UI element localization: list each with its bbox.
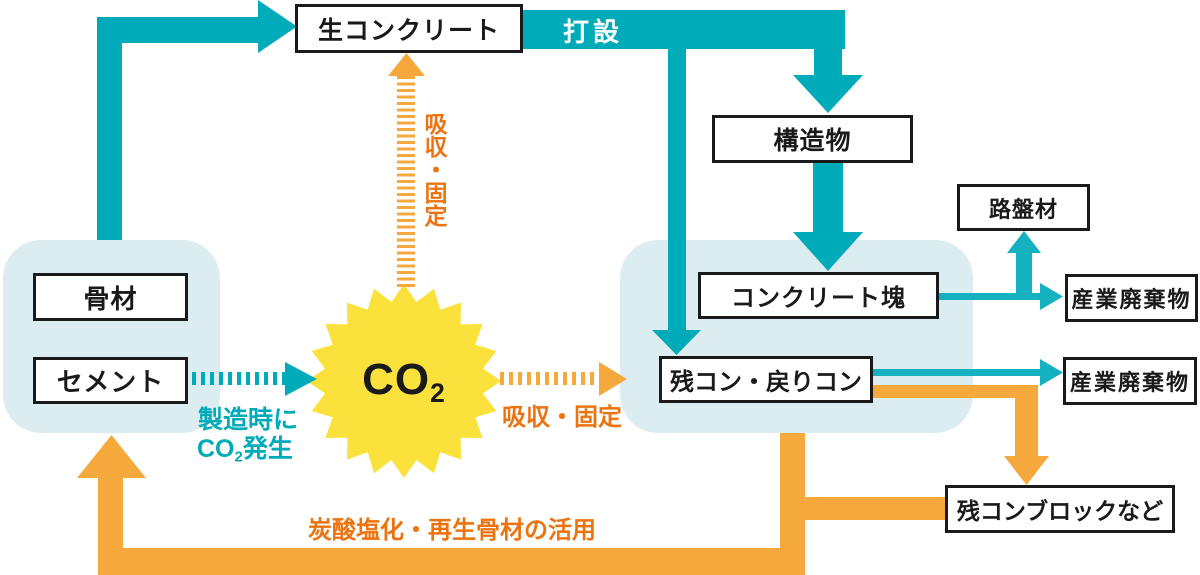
arrow-residual-to-blocks-horizontal xyxy=(873,385,1038,398)
arrowhead-into-lump xyxy=(793,232,863,271)
pouring-band xyxy=(523,10,845,49)
label-co2-symbol: CO2 xyxy=(304,352,504,410)
node-residual-returned-concrete: 残コン・戻りコン xyxy=(659,356,873,403)
line-lump-to-waste xyxy=(939,293,1040,300)
arrow-pouring-to-residual-vertical xyxy=(668,49,686,330)
label-co2-generated-sub: 2 xyxy=(234,448,243,466)
return-path-bottom-band xyxy=(98,548,805,575)
arrow-materials-to-fresh-concrete-vertical xyxy=(97,17,122,240)
node-fresh-concrete: 生コンクリート xyxy=(295,4,523,53)
label-co2-generated-pre: CO xyxy=(197,435,235,463)
node-cement: セメント xyxy=(33,357,188,404)
arrowhead-into-roadbed xyxy=(1007,231,1041,253)
node-residual-concrete-blocks: 残コンブロックなど xyxy=(945,485,1175,533)
label-absorb-fix-vertical: 吸収・固定 xyxy=(421,112,447,227)
arrowhead-into-waste-2 xyxy=(1040,359,1063,386)
arrowhead-into-waste-1 xyxy=(1040,283,1063,310)
pouring-band-corner xyxy=(814,49,842,76)
node-industrial-waste-2: 産業廃棄物 xyxy=(1063,357,1197,405)
label-pouring: 打設 xyxy=(563,17,624,47)
label-co2-generated-post: 発生 xyxy=(242,435,293,463)
arrowhead-into-fresh-concrete xyxy=(258,0,297,53)
label-manufacture-line1: 製造時に xyxy=(198,406,299,434)
label-co2-generated: CO2発生 xyxy=(197,429,293,466)
node-structure: 構造物 xyxy=(712,115,913,163)
line-lump-to-roadbed xyxy=(1016,252,1032,300)
return-path-branch-to-blocks xyxy=(805,497,945,520)
arrowhead-into-materials xyxy=(77,435,146,478)
co2-starburst xyxy=(307,284,501,478)
node-roadbed-material: 路盤材 xyxy=(957,184,1090,231)
label-co2-base: CO xyxy=(362,355,431,404)
arrowhead-into-residual xyxy=(652,330,701,355)
arrowhead-co2-into-residual-group xyxy=(599,362,627,396)
arrow-structure-to-lump-shaft xyxy=(813,163,843,233)
label-co2-sub: 2 xyxy=(430,377,446,408)
arrow-materials-to-fresh-concrete-horizontal xyxy=(97,17,258,43)
arrowhead-co2-into-fresh-concrete xyxy=(388,53,425,76)
node-industrial-waste-1: 産業廃棄物 xyxy=(1065,274,1198,322)
node-aggregate: 骨材 xyxy=(33,273,188,321)
line-residual-to-waste xyxy=(873,369,1040,376)
arrowhead-into-blocks xyxy=(1004,456,1049,485)
label-carbonation-recycled-aggregate: 炭酸塩化・再生骨材の活用 xyxy=(308,517,596,544)
materials-group-panel xyxy=(3,240,220,433)
label-absorb-fix: 吸収・固定 xyxy=(502,404,622,431)
return-path-up-shaft xyxy=(98,477,123,575)
arrowhead-into-structure xyxy=(793,75,863,113)
arrow-residual-to-blocks-vertical xyxy=(1015,385,1038,457)
arrowhead-into-co2 xyxy=(285,362,317,396)
node-concrete-lump: コンクリート塊 xyxy=(698,272,939,319)
